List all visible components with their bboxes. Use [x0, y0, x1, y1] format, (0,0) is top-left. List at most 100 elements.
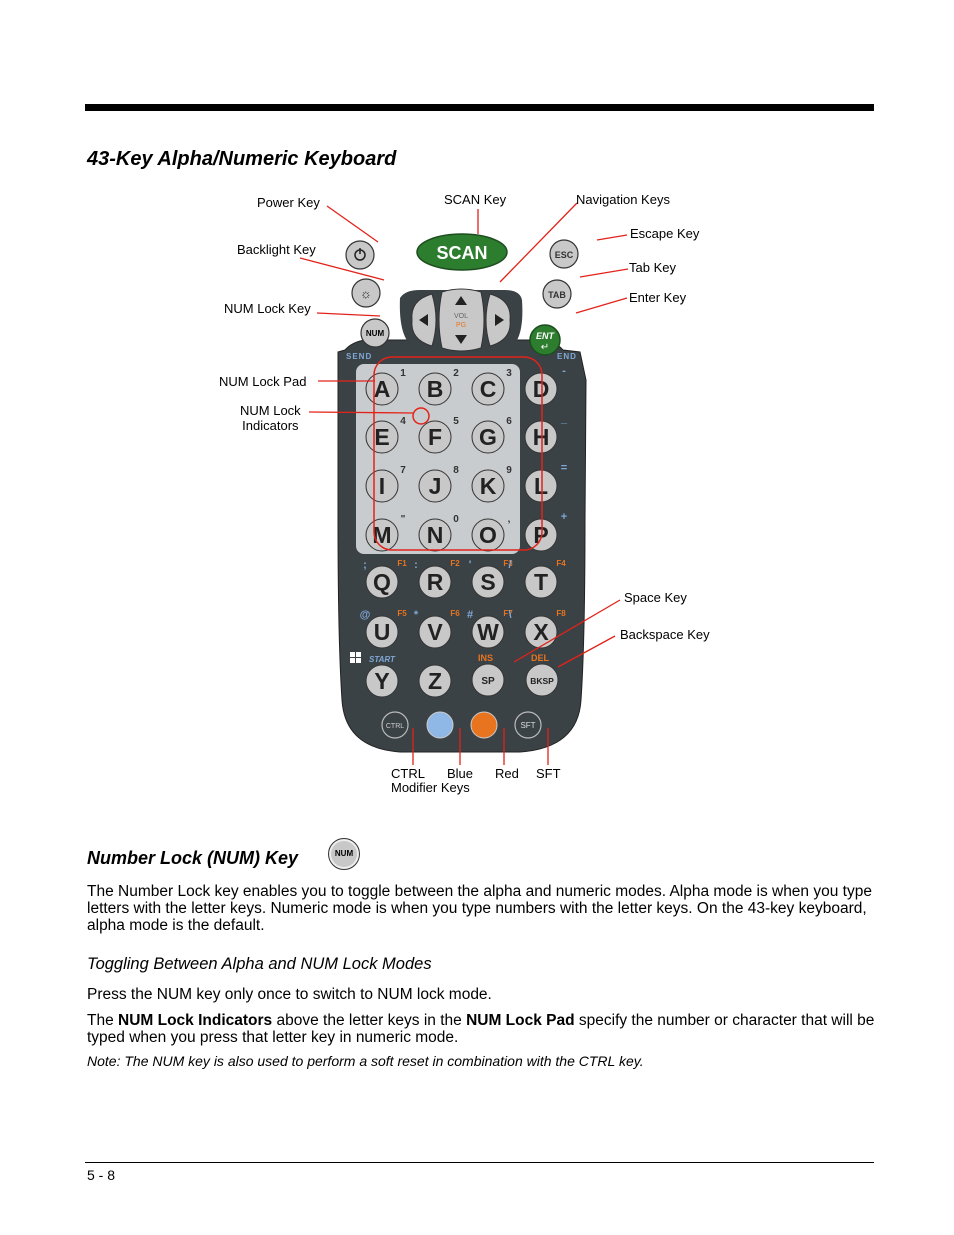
fkey-label: F5: [397, 609, 407, 618]
footer-rule: [85, 1162, 874, 1163]
callout-num-lock-pad: NUM Lock Pad: [219, 374, 307, 389]
svg-text:ENT: ENT: [536, 331, 556, 341]
callout-red: Red: [495, 766, 519, 781]
num-lock-pad-outline: [373, 356, 543, 551]
svg-text:BKSP: BKSP: [530, 676, 554, 686]
callout-backlight-key: Backlight Key: [237, 242, 316, 257]
svg-text:☼: ☼: [360, 286, 372, 301]
key-label-r: R: [427, 569, 444, 595]
num-indicator: 1: [400, 368, 406, 379]
fkey-label: F3: [503, 559, 513, 568]
note: Note: The NUM key is also used to perfor…: [87, 1053, 644, 1069]
key-label-l: L: [534, 473, 548, 499]
key-label-q: Q: [373, 569, 391, 595]
sp-key: SP: [471, 663, 505, 697]
svg-text:DEL: DEL: [531, 653, 550, 663]
callout-enter-key: Enter Key: [629, 290, 687, 305]
svg-text:ESC: ESC: [555, 250, 574, 260]
key-label-w: W: [477, 619, 499, 645]
key-label-p: P: [533, 522, 548, 548]
svg-text:↵: ↵: [541, 342, 549, 353]
ctrl-key: CTRL: [381, 711, 409, 739]
key-k: [471, 469, 505, 503]
key-label-d: D: [533, 376, 550, 402]
num-indicator: ": [401, 514, 406, 525]
key-r: [418, 565, 452, 599]
row-symbol: \: [508, 609, 511, 621]
key-label-y: Y: [374, 668, 389, 694]
key-label-x: X: [533, 619, 549, 645]
row-symbol: ;: [363, 559, 367, 571]
key-c: [471, 372, 505, 406]
enter-key: ENT ↵: [529, 324, 561, 356]
row-symbol: *: [414, 609, 419, 621]
key-label-j: J: [429, 473, 442, 499]
svg-text:SEND: SEND: [346, 352, 372, 361]
row-symbol: ': [469, 559, 472, 571]
key-label-g: G: [479, 424, 497, 450]
callout-modifier-keys: Modifier Keys: [391, 780, 470, 795]
nav-left-key: [411, 293, 437, 347]
key-g: [471, 420, 505, 454]
key-label-e: E: [374, 424, 389, 450]
svg-text:START: START: [369, 655, 396, 664]
key-q: [365, 565, 399, 599]
num-indicator-symbol: -: [562, 365, 566, 377]
svg-text:INS: INS: [478, 653, 493, 663]
key-label-u: U: [374, 619, 391, 645]
fkey-label: F1: [397, 559, 407, 568]
scan-key: SCAN: [416, 233, 508, 271]
row-symbol: @: [360, 609, 371, 621]
row-symbol: /: [508, 559, 511, 571]
callout-backspace-key: Backspace Key: [620, 627, 710, 642]
key-label-v: V: [427, 619, 443, 645]
section-title: 43-Key Alpha/Numeric Keyboard: [87, 148, 397, 170]
esc-key: ESC: [549, 239, 579, 269]
num-indicator: 9: [506, 465, 512, 476]
key-label-a: A: [374, 376, 391, 402]
subheading: Toggling Between Alpha and NUM Lock Mode…: [87, 955, 432, 973]
num-indicator-symbol: +: [561, 511, 567, 523]
key-label-c: C: [480, 376, 497, 402]
header-rule: [85, 104, 874, 111]
num-indicator: ,: [508, 514, 511, 525]
num-indicator: 5: [453, 416, 459, 427]
key-p: [524, 518, 558, 552]
tab-key: TAB: [542, 279, 572, 309]
num-indicator-symbol: _: [560, 413, 568, 425]
paragraph-1: The Number Lock key enables you to toggl…: [87, 883, 872, 934]
key-z: [418, 664, 452, 698]
svg-text:SP: SP: [481, 676, 495, 687]
key-h: [524, 420, 558, 454]
page-number: 5 - 8: [87, 1167, 116, 1183]
backlight-key: ☼: [351, 278, 381, 308]
key-l: [524, 469, 558, 503]
svg-text:TAB: TAB: [548, 290, 566, 300]
num-indicator: 7: [400, 465, 406, 476]
callout-sft: SFT: [536, 766, 561, 781]
num-key-label: NUM: [366, 329, 385, 338]
key-o: [471, 518, 505, 552]
callout-scan-key: SCAN Key: [444, 192, 507, 207]
key-label-z: Z: [428, 668, 442, 694]
nav-right-key: [485, 293, 511, 347]
p3-bold-pad: NUM Lock Pad: [466, 1012, 575, 1029]
svg-text:CTRL: CTRL: [386, 723, 404, 730]
key-y: [365, 664, 399, 698]
callout-power-key: Power Key: [257, 195, 320, 210]
callout-space-key: Space Key: [624, 590, 687, 605]
subsection-title: Number Lock (NUM) Key: [87, 848, 299, 868]
keyboard-diagram: ☼ NUM SCAN ESC TAB ENT ↵ VOL PG SEND END…: [299, 202, 629, 765]
key-b: [418, 372, 452, 406]
key-label-i: I: [379, 473, 385, 499]
row-symbol: #: [467, 609, 473, 621]
key-x: [524, 615, 558, 649]
callout-tab-key: Tab Key: [629, 260, 676, 275]
key-label-m: M: [372, 522, 391, 548]
key-label-s: S: [480, 569, 495, 595]
num-lock-indicator-marker: [412, 407, 430, 425]
num-indicator: 0: [453, 514, 459, 525]
key-label-b: B: [427, 376, 444, 402]
key-d: [524, 372, 558, 406]
blue-key: [426, 711, 454, 739]
